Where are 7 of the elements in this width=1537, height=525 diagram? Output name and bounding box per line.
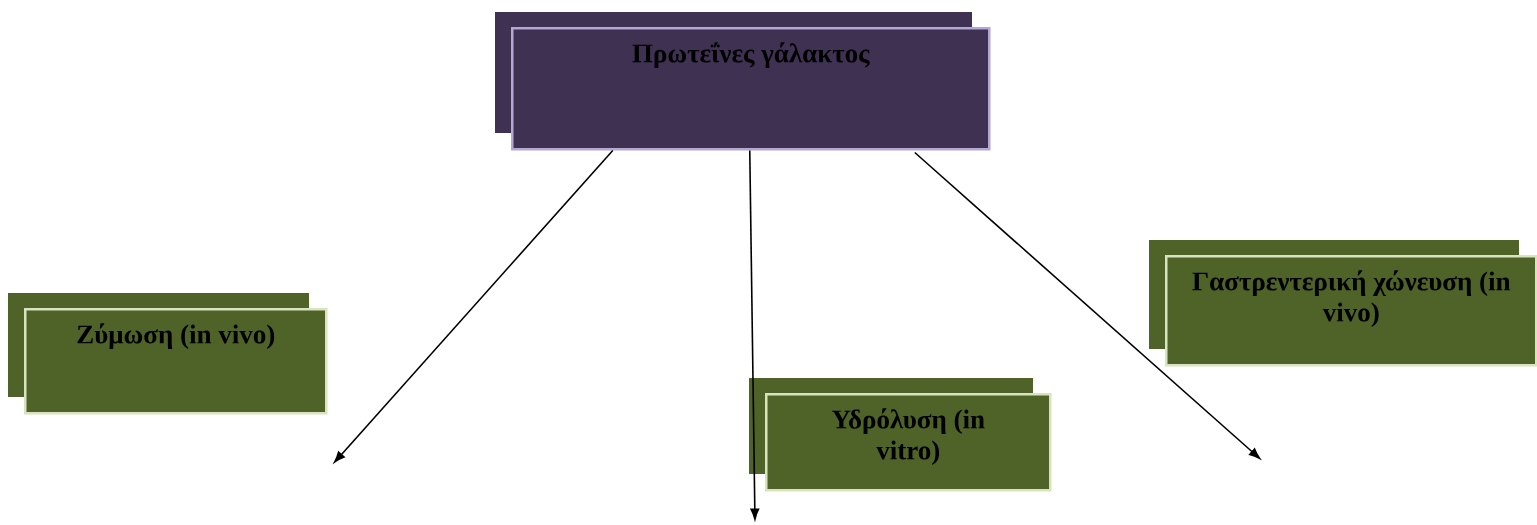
process-box: Πρωτεΐνες γάλακτος: [495, 12, 991, 151]
arrow: [913, 151, 1261, 459]
process-box: Γαστρεντερική χώνευση (in vivo): [1149, 240, 1537, 367]
arrow: [748, 149, 760, 520]
process-box: Υδρόλυση (in vitro): [749, 378, 1052, 492]
arrow: [334, 149, 614, 463]
process-box: Ζύμωση (in vivo): [8, 293, 328, 415]
